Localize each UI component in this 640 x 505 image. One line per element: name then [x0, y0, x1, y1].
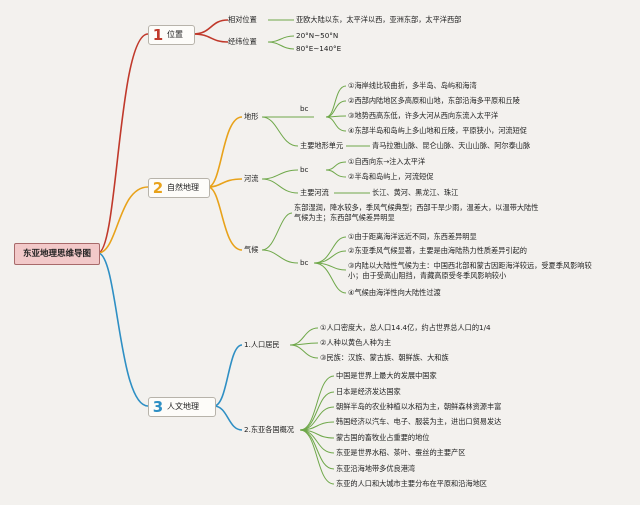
- longitude-text: 80°E~140°E: [296, 44, 342, 53]
- country-item: 东亚是世界水稻、茶叶、蚕丝的主要产区: [336, 448, 466, 457]
- population-label: 1.人口居民: [244, 340, 280, 349]
- branch-lines-natural: [97, 116, 243, 254]
- branch-number: 3: [152, 398, 164, 416]
- branch-number: 1: [152, 26, 164, 44]
- terrain-item: ①海岸线比较曲折，多半岛、岛屿和海湾: [348, 81, 477, 90]
- terrain-units-text: 青马拉雅山脉、昆仑山脉、天山山脉、阿尔泰山脉: [372, 141, 531, 150]
- branch-label: 位置: [167, 30, 183, 39]
- population-item: ②人种以黄色人种为主: [320, 338, 392, 347]
- latlon-label: 经纬位置: [228, 37, 257, 46]
- latitude-text: 20°N~50°N: [296, 31, 339, 40]
- country-item: 蒙古国的畜牧业占重要的地位: [336, 433, 430, 442]
- branch-lines-location: [97, 19, 229, 254]
- terrain-label: 地形: [244, 112, 259, 121]
- terrain-units-label: 主要地形单元: [300, 141, 344, 150]
- country-item: 东亚沿海地带多优良港湾: [336, 464, 416, 473]
- country-item: 日本是经济发达国家: [336, 387, 401, 396]
- relative-location-text: 亚欧大陆以东，太平洋以西，亚洲东部，太平洋西部: [296, 15, 462, 24]
- relative-location-label: 相对位置: [228, 15, 257, 24]
- climate-item: ④气候由海洋性向大陆性过渡: [348, 288, 441, 297]
- terrain-item: ④东部半岛和岛屿上多山地和丘陵，平原狭小，河流短促: [348, 126, 527, 135]
- climate-item: ①由于距离海洋远近不同，东西差异明显: [348, 232, 477, 241]
- terrain-item: ③地势西高东低，许多大河从西向东流入太平洋: [348, 111, 499, 120]
- climate-description: 东部湿润，降水较多，季风气候典型；西部干旱少雨，温差大，以温带大陆性气候为主；东…: [294, 203, 539, 222]
- climate-item: ②东亚季风气候显著，主要是由海陆热力性质差异引起的: [348, 246, 527, 255]
- root-node: 东亚地理思维导图: [14, 243, 100, 265]
- branch-label: 人文地理: [167, 402, 199, 411]
- country-item: 韩国经济以汽车、电子、服装为主，进出口贸易发达: [336, 417, 502, 426]
- rivers-item: ②半岛和岛屿上，河流短促: [348, 172, 434, 181]
- rivers-main-label: 主要河流: [300, 188, 329, 197]
- climate-label: 气候: [244, 245, 259, 254]
- rivers-item: ①自西向东→注入太平洋: [348, 157, 426, 166]
- country-item: 东亚的人口和大城市主要分布在平原和沿海地区: [336, 479, 487, 488]
- climate-bc: bc: [300, 258, 309, 267]
- branch-lines-human: [97, 252, 243, 431]
- country-item: 朝鲜半岛的农业种植以水稻为主，朝鲜森林资源丰富: [336, 402, 502, 411]
- terrain-bc: bc: [300, 104, 309, 113]
- rivers-label: 河流: [244, 174, 259, 183]
- country-item: 中国是世界上最大的发展中国家: [336, 371, 437, 380]
- population-item: ①人口密度大，总人口14.4亿，约占世界总人口的1/4: [320, 323, 491, 332]
- population-item: ③民族：汉族、蒙古族、朝鲜族、大和族: [320, 353, 449, 362]
- branch-label: 自然地理: [167, 183, 199, 192]
- leaf-lines-green: [261, 19, 370, 485]
- climate-item: ③内陆以大陆性气候为主：中国西北部和蒙古因距海洋较远，受夏季风影响较小；由于受高…: [348, 261, 592, 280]
- countries-label: 2.东亚各国概况: [244, 425, 294, 434]
- rivers-bc: bc: [300, 165, 309, 174]
- branch-number: 2: [152, 179, 164, 197]
- rivers-main-text: 长江、黄河、黑龙江、珠江: [372, 188, 459, 197]
- terrain-item: ②西部内陆地区多高原和山地，东部沿海多平原和丘陵: [348, 96, 520, 105]
